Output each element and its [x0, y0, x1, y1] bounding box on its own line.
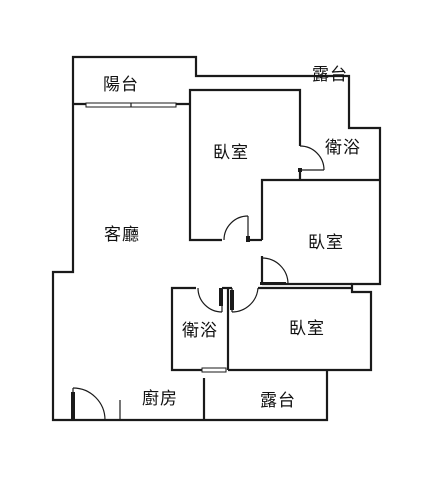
- terrace-window: [201, 367, 227, 373]
- label-kitchen: 廚房: [142, 388, 178, 409]
- label-bedroom-2: 臥室: [308, 233, 344, 253]
- label-living-room: 客廳: [104, 225, 140, 245]
- label-balcony-top: 陽台: [103, 75, 139, 95]
- door-bedroom-3: [230, 287, 259, 313]
- room-labels: 陽台 露台 臥室 衛浴 客廳 臥室 衛浴 臥室 廚房 露台: [103, 65, 361, 411]
- door-bath-1: [298, 145, 325, 172]
- doors: [71, 145, 325, 421]
- label-bath-1: 衛浴: [325, 138, 361, 158]
- label-bedroom-3: 臥室: [289, 319, 325, 339]
- door-bedroom-1: [223, 215, 250, 242]
- interior-walls: [119, 88, 380, 420]
- door-bath-2: [197, 287, 223, 313]
- door-bedroom-2: [260, 256, 289, 285]
- door-entrance: [71, 387, 106, 421]
- label-bath-2: 衛浴: [182, 321, 218, 341]
- windows: [85, 102, 227, 373]
- label-terrace-bottom: 露台: [260, 391, 296, 411]
- label-terrace-top: 露台: [312, 65, 348, 85]
- label-bedroom-1: 臥室: [213, 143, 249, 163]
